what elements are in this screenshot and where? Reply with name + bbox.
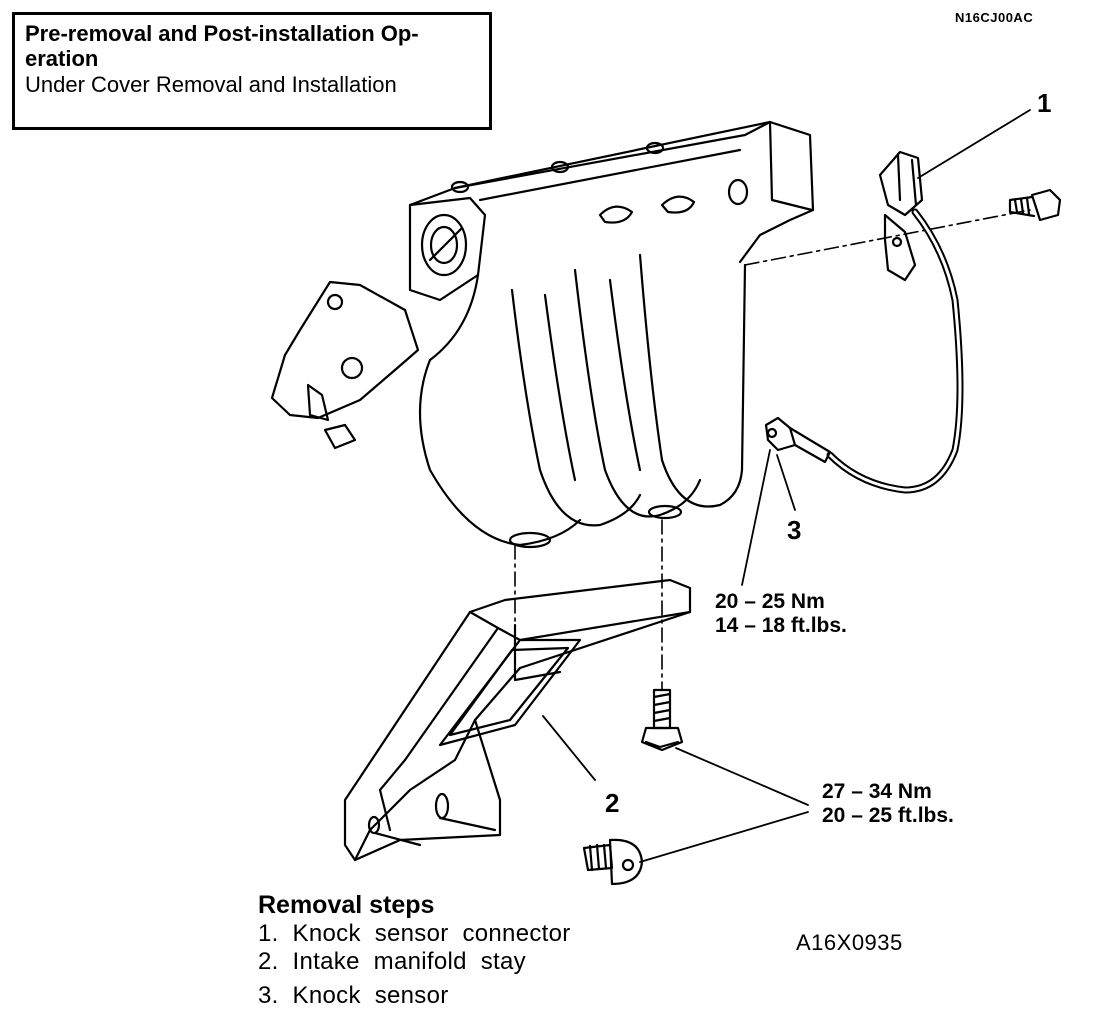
removal-step-3: 3. Knock sensor [258, 982, 449, 1009]
removal-step-1: 1. Knock sensor connector [258, 920, 571, 947]
subtitle: Under Cover Removal and Installation [25, 72, 397, 97]
removal-step-2: 2. Intake manifold stay [258, 948, 526, 975]
stay-bolt-upper-icon [640, 688, 684, 752]
removal-steps-heading: Removal steps [258, 891, 435, 919]
alignment-lines [514, 209, 1031, 691]
torque-spec-knock-sensor: 20 – 25 Nm 14 – 18 ft.lbs. [715, 590, 847, 638]
title-box: Pre-removal and Post-installation Op- er… [12, 12, 492, 130]
title-line-2: eration [25, 46, 99, 71]
title-line-1: Pre-removal and Post-installation Op- [25, 21, 419, 46]
torque-stay-nm: 27 – 34 Nm [822, 780, 932, 803]
intake-manifold-icon [270, 120, 815, 549]
callout-1: 1 [1037, 88, 1052, 118]
torque-stay-ftlbs: 20 – 25 ft.lbs. [822, 804, 954, 827]
callout-2: 2 [605, 788, 620, 818]
knock-sensor-icon [764, 416, 832, 464]
stay-bolt-lower-icon [582, 838, 644, 886]
manifold-stay-icon [343, 578, 692, 862]
document-code: N16CJ00AC [955, 10, 1034, 25]
knock-sensor-connector-icon [826, 150, 964, 494]
torque-spec-stay-bolts: 27 – 34 Nm 20 – 25 ft.lbs. [822, 780, 954, 828]
callout-3: 3 [787, 515, 802, 545]
torque-sensor-nm: 20 – 25 Nm [715, 590, 825, 613]
figure-id: A16X0935 [796, 930, 903, 955]
removal-steps: Removal steps 1. Knock sensor connector … [258, 890, 758, 1010]
torque-sensor-ftlbs: 14 – 18 ft.lbs. [715, 614, 847, 637]
connector-bolt-icon [1008, 188, 1062, 222]
leader-lines [542, 109, 1031, 863]
